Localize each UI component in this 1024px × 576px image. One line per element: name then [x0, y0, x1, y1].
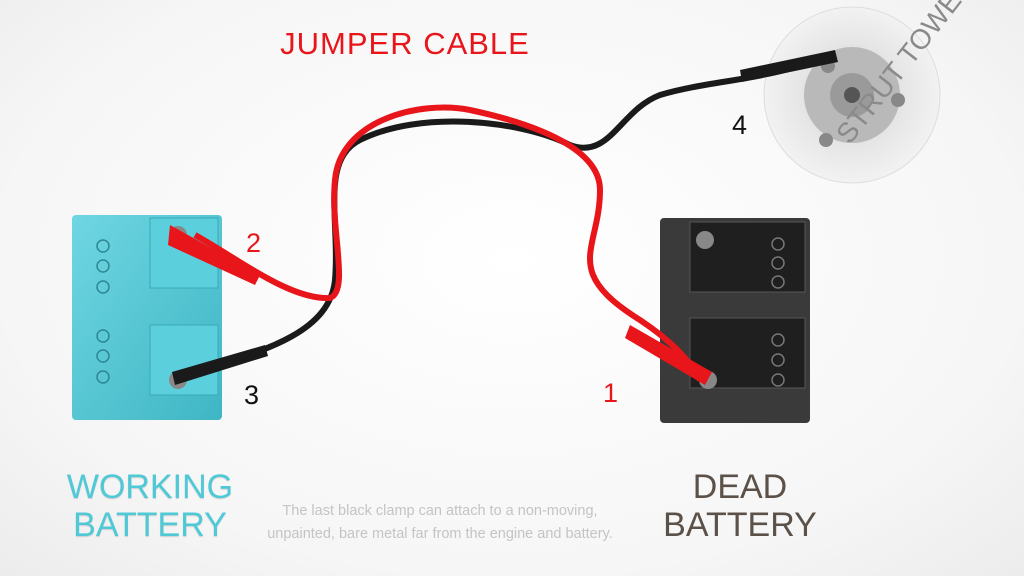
title: JUMPER CABLE: [280, 26, 530, 61]
caption-line-2: unpainted, bare metal far from the engin…: [267, 526, 613, 542]
clamp-2: [168, 225, 260, 285]
step-1-label: 1: [603, 378, 619, 408]
clamp-1: [625, 325, 712, 385]
positive-cable: [193, 104, 703, 382]
caption-line-1: The last black clamp can attach to a non…: [282, 503, 598, 519]
clamp-4: [740, 50, 838, 82]
negative-cable: [199, 55, 822, 373]
step-4-label: 4: [732, 110, 748, 140]
strut-tower: [763, 6, 941, 184]
caption: The last black clamp can attach to a non…: [230, 500, 650, 546]
dead-battery-label: DEAD BATTERY: [630, 468, 850, 544]
working-battery-label: WORKING BATTERY: [40, 468, 260, 544]
clamp-3: [172, 345, 268, 385]
dead-battery: [660, 218, 810, 423]
working-line-1: WORKING: [66, 468, 234, 506]
step-3-label: 3: [244, 380, 260, 410]
dead-line-2: BATTERY: [663, 506, 817, 544]
working-line-2: BATTERY: [73, 506, 227, 544]
step-2-label: 2: [246, 228, 262, 258]
dead-line-1: DEAD: [692, 468, 788, 506]
